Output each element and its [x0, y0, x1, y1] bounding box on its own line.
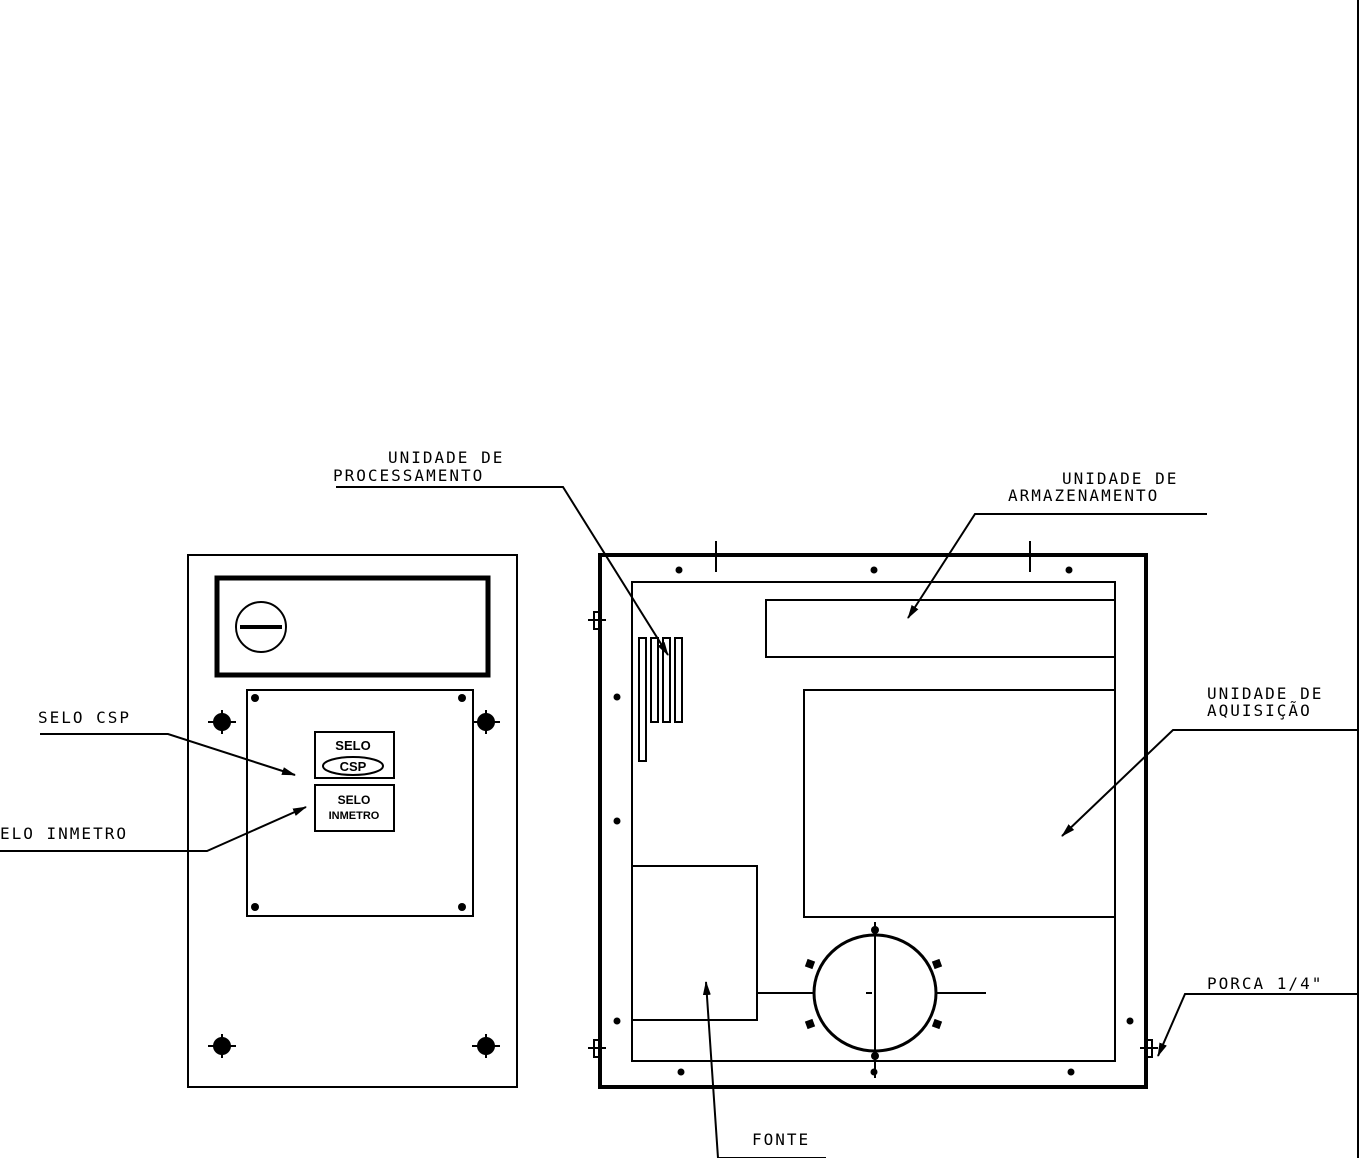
acquisition-unit [803, 689, 1116, 918]
label-unidade-armazenamento-line1: UNIDADE DE [1062, 469, 1178, 488]
csp-seal-line2: CSP [340, 759, 367, 774]
label-fonte: FONTE [752, 1130, 810, 1149]
display-window [214, 575, 491, 678]
interior-view-cabinet [588, 541, 1158, 1089]
label-porca: PORCA 1/4" [1207, 974, 1323, 993]
interior-cabinet-outline [598, 553, 1148, 1089]
csp-seal-line1: SELO [335, 738, 370, 753]
label-selo-csp: SELO CSP [38, 708, 131, 727]
cable-port [804, 922, 986, 1078]
interior-screw-icons [613, 566, 1134, 1076]
label-unidade-processamento-line2: PROCESSAMENTO [333, 466, 484, 485]
panel-screw-icons [251, 694, 466, 911]
csp-seal: SELO CSP [314, 731, 395, 779]
leader-lines [0, 486, 1359, 1158]
power-supply-unit [631, 865, 758, 1021]
front-view-cabinet: SELO CSP SELO INMETRO [187, 554, 518, 1088]
label-unidade-aquisicao-line2: AQUISIÇÃO [1207, 701, 1312, 720]
storage-unit [765, 599, 1116, 658]
lock-icon [235, 601, 287, 653]
processing-unit-boards [638, 637, 683, 762]
label-unidade-armazenamento-line2: ARMAZENAMENTO [1008, 486, 1159, 505]
cabinet-bolt-icons [208, 710, 500, 1058]
inmetro-seal-line1: SELO [338, 793, 371, 807]
seal-access-panel [246, 689, 474, 917]
inmetro-seal: SELO INMETRO [314, 784, 395, 832]
label-selo-inmetro: ELO INMETRO [0, 824, 128, 843]
front-cabinet-outline [187, 554, 518, 1088]
hinge-icons [588, 611, 1158, 1058]
inmetro-seal-line2: INMETRO [329, 810, 380, 822]
label-unidade-processamento-line1: UNIDADE DE [388, 448, 504, 467]
label-unidade-aquisicao-line1: UNIDADE DE [1207, 684, 1323, 703]
interior-mounting-plate [631, 581, 1116, 1062]
